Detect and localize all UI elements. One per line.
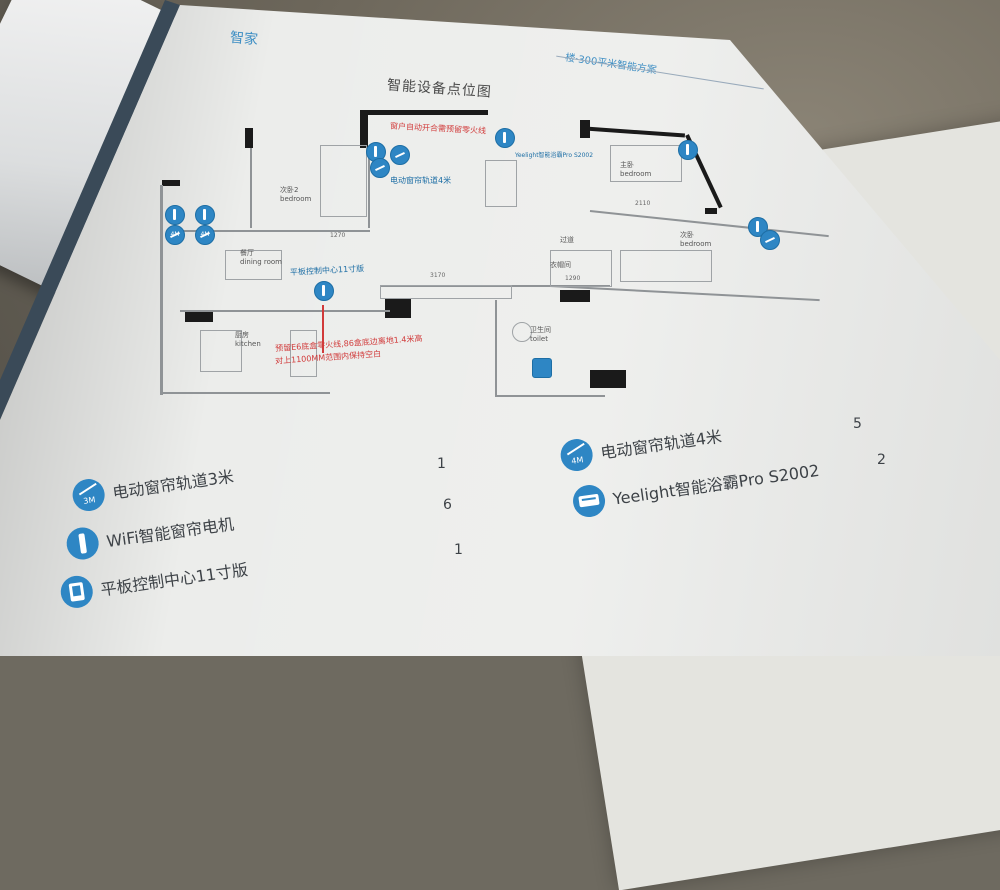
wall-line xyxy=(180,310,390,312)
dimension: 1290 xyxy=(565,275,581,282)
curtain-track-4m-icon: 4M xyxy=(165,225,185,245)
red-leader-line xyxy=(322,305,324,353)
wall-line xyxy=(180,230,370,232)
wall xyxy=(584,126,686,138)
curtain-motor-icon xyxy=(195,205,215,225)
top-red-note: 窗户自动开合需预留零火线 xyxy=(389,121,487,136)
wall-line xyxy=(549,285,820,302)
toilet-fixture xyxy=(512,322,532,342)
wall-line xyxy=(368,148,370,228)
wall xyxy=(185,310,213,322)
document-page: 智家 楼·300平米智能方案 智能设备点位图 xyxy=(0,0,1000,656)
dimension: 2110 xyxy=(635,200,651,207)
wall-line xyxy=(380,285,610,287)
legend-quantity: 2 xyxy=(877,452,886,468)
fridge xyxy=(290,330,317,377)
wall xyxy=(705,208,717,214)
wall-line xyxy=(495,395,605,397)
room-label-closet: 衣帽间 xyxy=(550,261,571,269)
legend-quantity: 5 xyxy=(853,416,862,432)
curtain-track-3m-icon: 3M xyxy=(70,476,107,514)
wardrobe xyxy=(320,145,367,217)
heater-note: Yeelight智能浴霸Pro S2002 xyxy=(515,152,594,159)
curtain-motor-icon xyxy=(495,128,515,148)
dimension: 1270 xyxy=(330,232,346,239)
bedroom-wardrobe xyxy=(620,250,712,282)
tablet-control-center-icon xyxy=(314,281,334,301)
curtain-track-4m-icon: 4M xyxy=(558,436,595,474)
dining-table xyxy=(225,250,282,280)
curtain-track-3m-icon xyxy=(370,158,390,178)
room-label-corridor: 过道 xyxy=(560,236,574,244)
brand-label: 智家 xyxy=(229,29,259,49)
tablet-control-center-icon xyxy=(58,573,95,610)
legend-quantity: 6 xyxy=(443,497,452,513)
legend-quantity: 1 xyxy=(437,456,446,472)
wall-line xyxy=(160,185,163,395)
curtain-track-4m-icon: 4M xyxy=(195,225,215,245)
bath-heater-icon xyxy=(570,482,608,520)
wall-line xyxy=(250,148,252,228)
bath-heater-icon xyxy=(532,358,552,378)
curtain-motor-icon xyxy=(165,205,185,225)
bed xyxy=(610,145,682,182)
wall xyxy=(360,110,368,148)
wall-line xyxy=(495,300,497,395)
wall xyxy=(245,128,253,148)
sofa xyxy=(485,160,517,207)
curtain-motor-icon xyxy=(678,140,698,160)
tablet-note: 平板控制中心11寸版 xyxy=(289,264,365,277)
wall xyxy=(162,180,180,186)
legend-quantity: 1 xyxy=(454,542,463,558)
curtain-track-4m-icon xyxy=(390,145,410,165)
wall xyxy=(560,290,590,302)
curtain-track-note: 电动窗帘轨道4米 xyxy=(390,176,452,185)
kitchen-counter xyxy=(200,330,242,372)
dimension: 3170 xyxy=(430,272,446,279)
wall xyxy=(385,298,411,318)
curtain-track-4m-icon xyxy=(760,230,780,250)
cabinet xyxy=(380,285,512,299)
wifi-curtain-motor-icon xyxy=(64,525,101,562)
wall xyxy=(590,370,626,388)
wall-line xyxy=(160,392,330,394)
closet xyxy=(550,250,612,287)
wall xyxy=(368,110,488,115)
